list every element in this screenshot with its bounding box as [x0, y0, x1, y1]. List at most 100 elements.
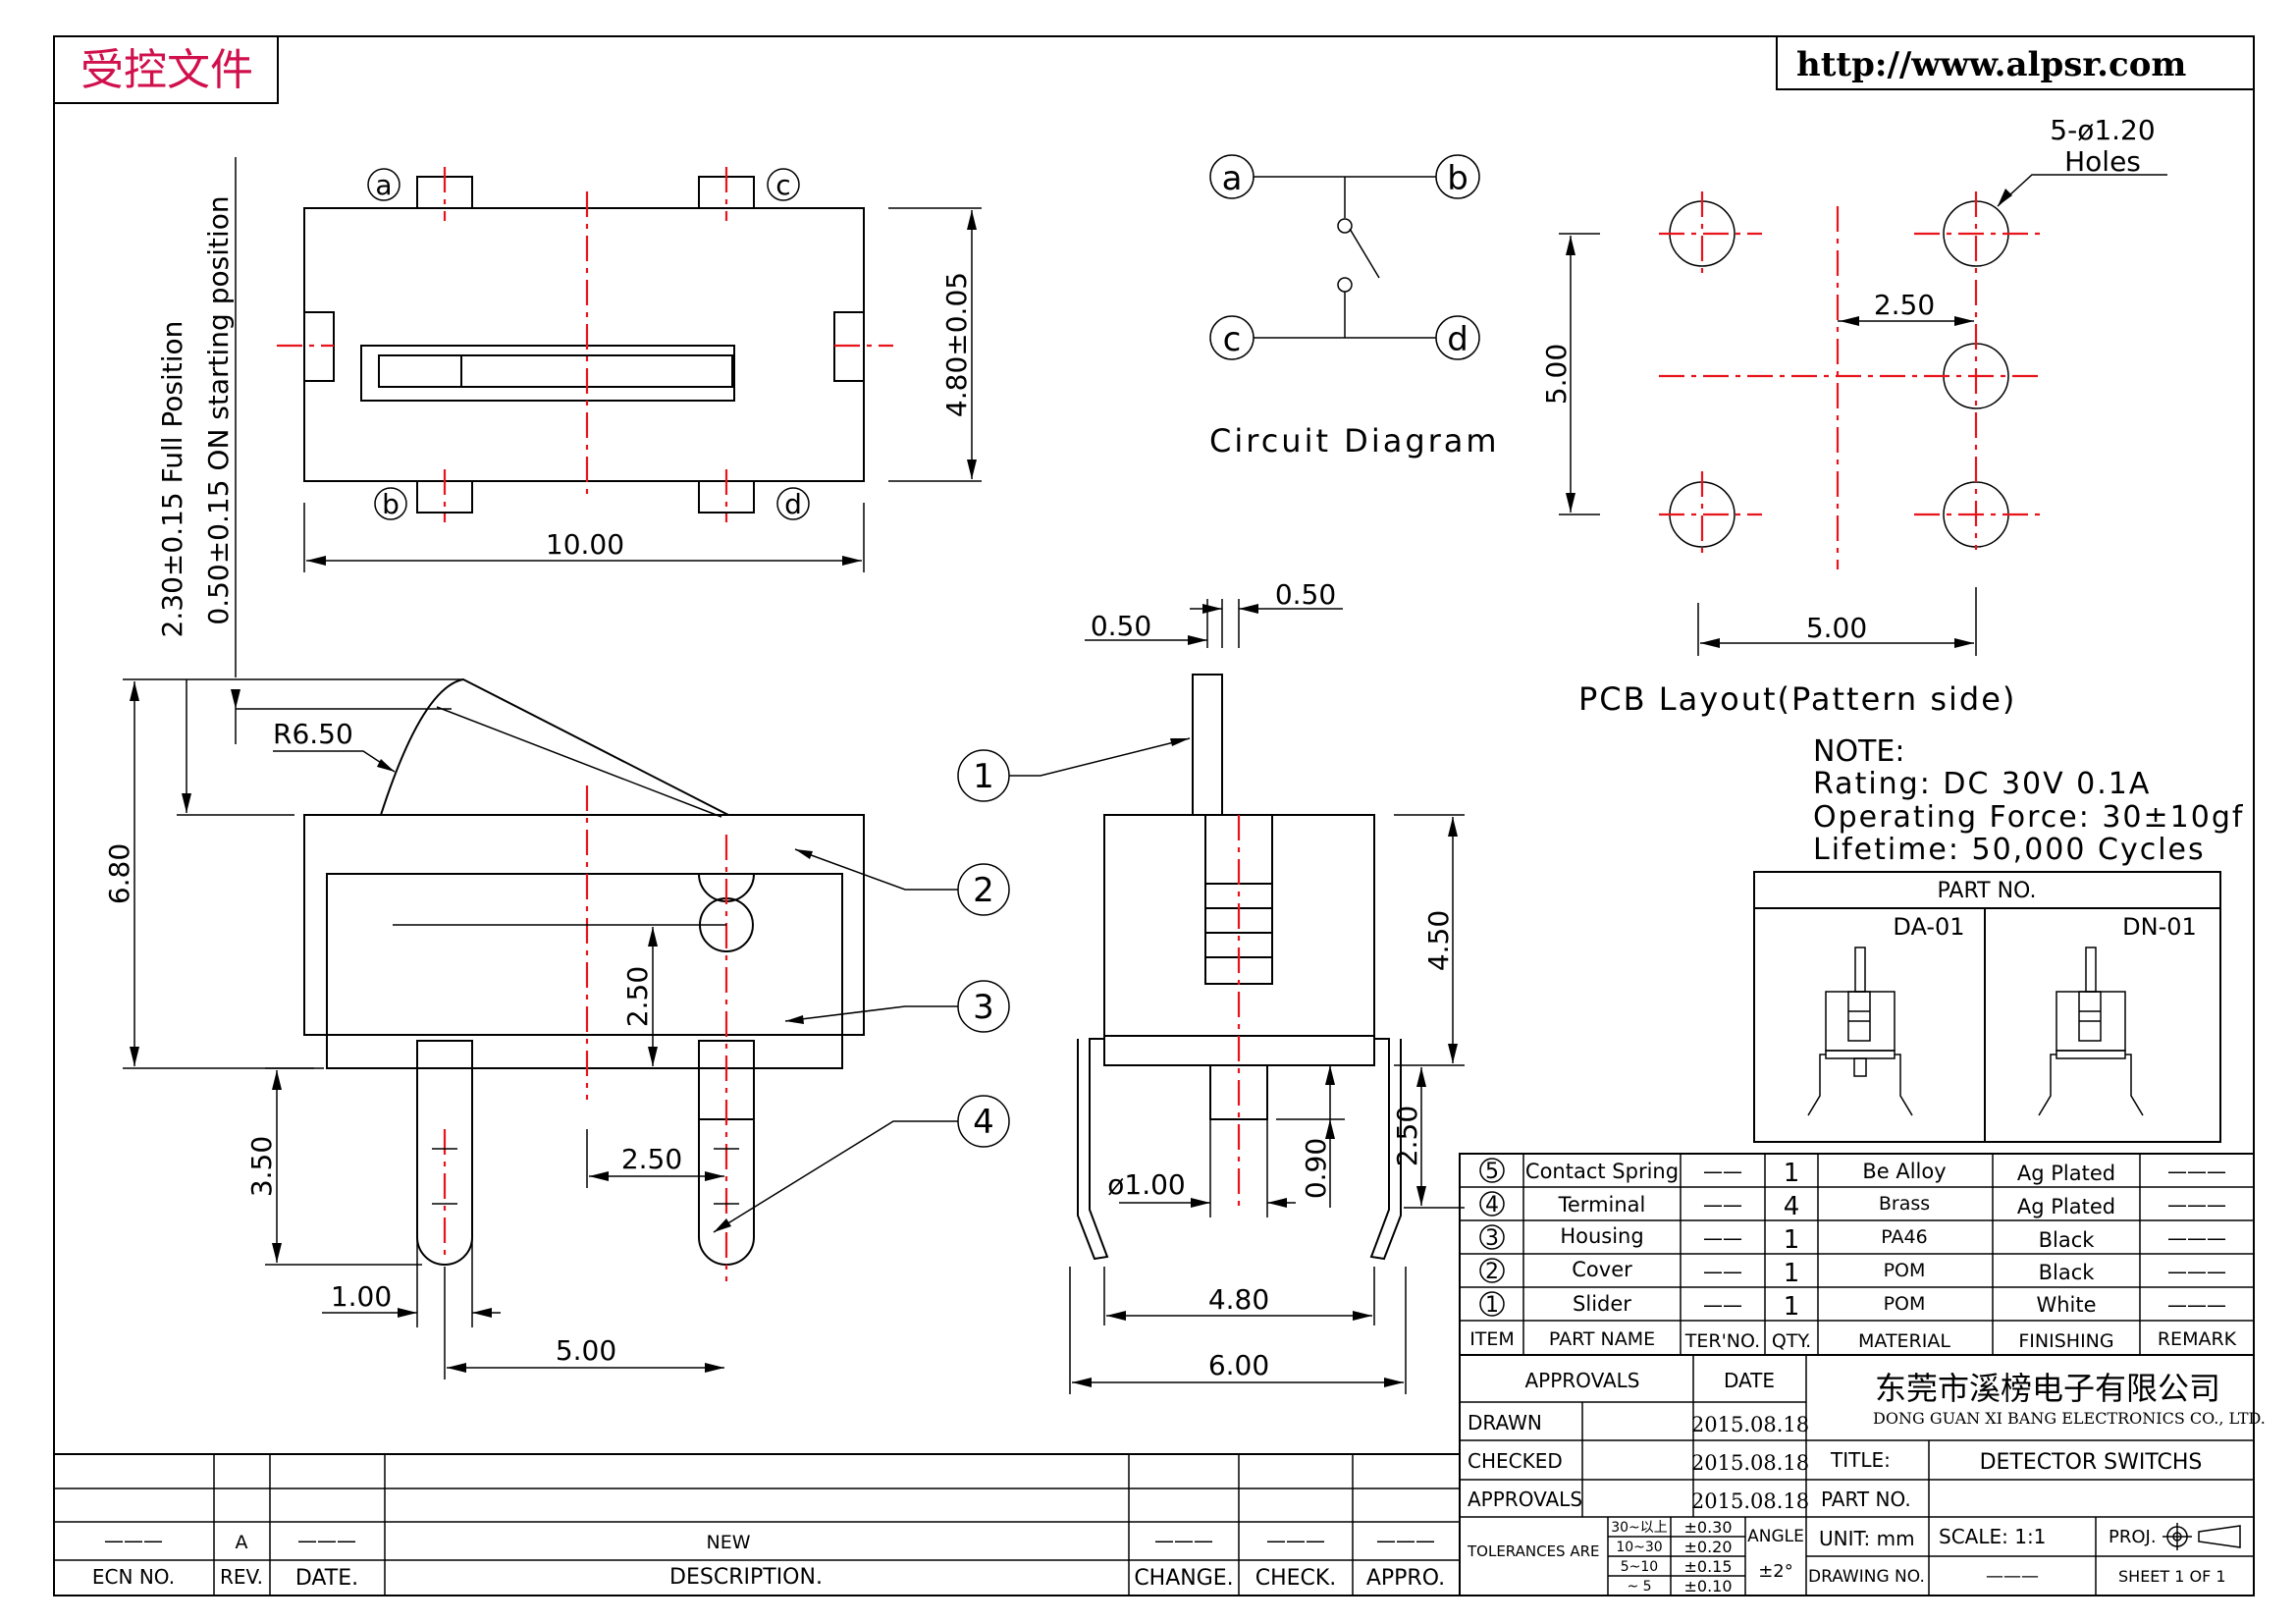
- title-block: APPROVALS DATE 东莞市溪榜电子有限公司 DONG GUAN XI …: [1459, 1354, 2266, 1596]
- dim-side-600: 6.00: [1208, 1349, 1269, 1381]
- tb-angle-label: ANGLE: [1747, 1527, 1804, 1546]
- top-view: a c b d 10.00 4.80±0.05 0.50±0.15 ON sta…: [156, 157, 982, 677]
- tb-tol-range: 30~以上: [1611, 1520, 1668, 1536]
- bom-header-material: MATERIAL: [1858, 1330, 1950, 1352]
- bom-header-ter: TER'NO.: [1684, 1330, 1760, 1352]
- controlled-stamp: 受控文件: [53, 35, 279, 104]
- bom-row-qty: 4: [1784, 1192, 1800, 1221]
- rev-date-value: ———: [297, 1529, 356, 1552]
- tb-unit: UNIT: mm: [1819, 1527, 1915, 1550]
- rev-check-value: ———: [1266, 1529, 1325, 1552]
- circuit-title: Circuit Diagram: [1209, 422, 1500, 460]
- dim-pcb-pitch: 2.50: [1874, 289, 1935, 321]
- dim-side-a: 0.50: [1091, 610, 1151, 642]
- tb-title-value: DETECTOR SWITCHS: [1980, 1450, 2203, 1475]
- dim-front-radius: R6.50: [273, 718, 353, 750]
- callout-1: 1: [973, 757, 994, 796]
- bom-row-qty: 1: [1784, 1292, 1800, 1322]
- dim-pcb-height: 5.00: [1540, 344, 1573, 405]
- note-lifetime: Lifetime: 50,000 Cycles: [1813, 833, 2206, 867]
- bom-row-name: Terminal: [1558, 1193, 1646, 1217]
- bom-header-finishing: FINISHING: [2018, 1330, 2113, 1352]
- rev-header-description: DESCRIPTION.: [669, 1565, 823, 1590]
- tb-tol-value: ±0.10: [1683, 1577, 1732, 1596]
- bom-row-remark: ———: [2167, 1160, 2226, 1183]
- bom-header-qty: QTY.: [1772, 1330, 1811, 1352]
- dim-side-diameter: ø1.00: [1107, 1168, 1185, 1201]
- tb-tol-value: ±0.30: [1683, 1518, 1732, 1537]
- tb-proj-label: PROJ.: [2109, 1527, 2157, 1547]
- pin-label-b: b: [382, 488, 400, 520]
- tb-sheet: SHEET 1 OF 1: [2118, 1567, 2226, 1586]
- bom-row-item: 3: [1485, 1226, 1499, 1251]
- dim-front-pin-width: 1.00: [331, 1280, 392, 1313]
- dim-front-total: 6.80: [103, 843, 135, 904]
- side-view: 0.50 0.50 1 4.50 2.50 ø1.00 0.90: [957, 578, 1465, 1394]
- bom-header-item: ITEM: [1469, 1328, 1515, 1350]
- bom-row-material: POM: [1884, 1260, 1926, 1281]
- bom-row-ter: ——: [1703, 1193, 1742, 1217]
- rev-header-check: CHECK.: [1255, 1566, 1337, 1591]
- tb-tol-range: 5~10: [1621, 1559, 1658, 1575]
- circuit-terminal-d: d: [1447, 320, 1468, 359]
- dim-side-090: 0.90: [1300, 1138, 1332, 1199]
- tb-company-cn: 东莞市溪榜电子有限公司: [1875, 1370, 2220, 1407]
- bom-row-material: Be Alloy: [1862, 1160, 1946, 1183]
- rev-rev-value: A: [236, 1532, 248, 1553]
- pin-label-c: c: [775, 169, 790, 201]
- bom-row-name: Slider: [1573, 1292, 1631, 1316]
- tb-angle-value: ±2°: [1758, 1561, 1793, 1582]
- part-no-table: PART NO. DA-01 DN-01: [1753, 871, 2221, 1143]
- projection-symbol-icon: [2163, 1523, 2241, 1550]
- part-no-header: PART NO.: [1938, 879, 2037, 903]
- bom-row-name: Contact Spring: [1525, 1160, 1679, 1183]
- tb-company-en: DONG GUAN XI BANG ELECTRONICS CO., LTD.: [1873, 1409, 2266, 1428]
- circuit-diagram: a b c d Circuit Diagram: [1209, 154, 1500, 460]
- callout-2: 2: [973, 871, 994, 910]
- bom-row-item: 4: [1485, 1193, 1499, 1217]
- stamp-text: 受控文件: [80, 45, 253, 95]
- pcb-holes-word: Holes: [2064, 145, 2141, 178]
- dim-pcb-width: 5.00: [1806, 612, 1867, 644]
- rev-header-change: CHANGE.: [1134, 1566, 1233, 1591]
- bom-table: 5 Contact Spring —— 1 Be Alloy Ag Plated…: [1459, 1153, 2255, 1356]
- tb-tol-value: ±0.20: [1683, 1538, 1732, 1556]
- tb-tol-range: 10~30: [1616, 1540, 1662, 1555]
- tb-tol-range: ~ 5: [1627, 1579, 1651, 1595]
- bom-row-material: PA46: [1881, 1226, 1927, 1248]
- website-text[interactable]: http://www.alpsr.com: [1796, 45, 2186, 84]
- tb-drawn-label: DRAWN: [1468, 1411, 1542, 1434]
- pin-label-a: a: [375, 169, 392, 201]
- bom-row-item: 2: [1485, 1260, 1499, 1284]
- rev-appro-value: ———: [1376, 1529, 1435, 1552]
- front-view: 6.80 R6.50 2.50 3.50 1.00 2.50: [103, 677, 1010, 1380]
- bom-header-name: PART NAME: [1549, 1328, 1655, 1350]
- notes-heading: NOTE:: [1813, 734, 1904, 769]
- bom-row-finishing: Black: [2039, 1228, 2096, 1252]
- circuit-terminal-c: c: [1223, 320, 1242, 359]
- note-rating: Rating: DC 30V 0.1A: [1813, 767, 2151, 801]
- bom-header-remark: REMARK: [2158, 1328, 2237, 1350]
- bom-row-item: 1: [1485, 1293, 1499, 1318]
- tb-checked-label: CHECKED: [1468, 1449, 1563, 1473]
- bom-row-ter: ——: [1703, 1260, 1742, 1283]
- bom-row-finishing: Ag Plated: [2017, 1195, 2115, 1218]
- bom-row-finishing: White: [2036, 1293, 2096, 1317]
- tb-drawing-no-value: ———: [1986, 1566, 2039, 1587]
- bom-row-ter: ——: [1703, 1160, 1742, 1183]
- bom-row-remark: ———: [2167, 1226, 2226, 1250]
- tb-approvals-label: APPROVALS: [1468, 1488, 1582, 1511]
- bom-row-finishing: Black: [2039, 1261, 2096, 1284]
- tb-tol-value: ±0.15: [1683, 1557, 1732, 1576]
- dim-full-position: 2.30±0.15 Full Position: [156, 321, 188, 638]
- notes: NOTE: Rating: DC 30V 0.1A Operating Forc…: [1813, 734, 2244, 867]
- note-force: Operating Force: 30±10gf: [1813, 800, 2244, 835]
- website-box[interactable]: http://www.alpsr.com: [1776, 35, 2255, 90]
- dim-side-480: 4.80: [1208, 1283, 1269, 1316]
- rev-header-ecn: ECN NO.: [92, 1565, 175, 1589]
- bom-row-qty: 1: [1784, 1225, 1800, 1255]
- circuit-terminal-b: b: [1447, 159, 1468, 198]
- bom-row-material: POM: [1884, 1293, 1926, 1315]
- bom-row-remark: ———: [2167, 1293, 2226, 1317]
